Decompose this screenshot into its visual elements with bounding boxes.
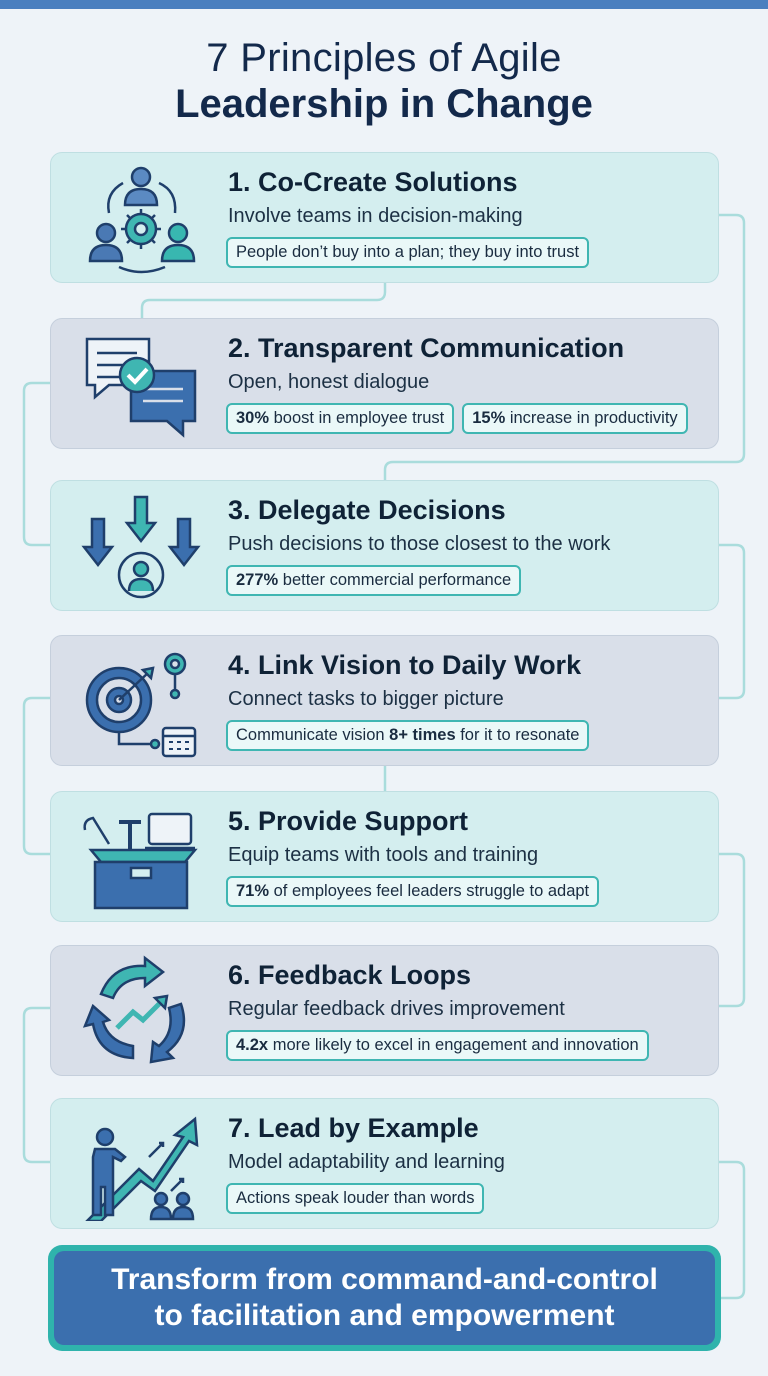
principle-title: 6. Feedback Loops (228, 960, 472, 990)
stat-pill: 71% of employees feel leaders struggle t… (226, 876, 600, 907)
stat-text: more likely to excel in engagement and i… (268, 1036, 639, 1054)
stat-text: of employees feel leaders struggle to ad… (269, 882, 590, 900)
principle-subtitle: Equip teams with tools and training (228, 844, 539, 866)
stat-text: increase in productivity (505, 409, 678, 427)
stat-pill: 30% boost in employee trust (226, 403, 455, 434)
principle-card-5: 5. Provide Support Equip teams with tool… (50, 791, 719, 922)
principle-title: 4. Link Vision to Daily Work (228, 650, 582, 680)
stat-pill: Communicate vision 8+ times for it to re… (226, 720, 590, 751)
stat-text: better commercial performance (278, 571, 512, 589)
feedback-cycle-icon (79, 954, 203, 1068)
principle-title: 5. Provide Support (228, 806, 469, 836)
principle-card-2: 2. Transparent Communication Open, hones… (50, 318, 719, 449)
stat-pill: People don’t buy into a plan; they buy i… (226, 237, 590, 268)
principle-card-1: 1. Co-Create Solutions Involve teams in … (50, 152, 719, 283)
stat-pill: 277% better commercial performance (226, 565, 522, 596)
principle-card-7: 7. Lead by Example Model adaptability an… (50, 1098, 719, 1229)
leader-growth-icon (79, 1107, 203, 1223)
stat-pill: 4.2x more likely to excel in engagement … (226, 1030, 649, 1061)
principle-subtitle: Regular feedback drives improvement (228, 998, 565, 1020)
chat-bubbles-check-icon (79, 327, 203, 441)
page-title-line2: Leadership in Change (175, 82, 593, 126)
principle-subtitle: Model adaptability and learning (228, 1151, 505, 1173)
page-title-line1: 7 Principles of Agile (206, 36, 562, 80)
principle-title: 1. Co-Create Solutions (228, 167, 518, 197)
principle-card-6: 6. Feedback Loops Regular feedback drive… (50, 945, 719, 1076)
stat-value: 71% (236, 882, 270, 900)
principle-title: 3. Delegate Decisions (228, 495, 506, 525)
principle-title: 2. Transparent Communication (228, 333, 625, 363)
principle-subtitle: Involve teams in decision-making (228, 205, 523, 227)
toolbox-laptop-icon (79, 800, 203, 914)
stat-text-after: for it to resonate (455, 726, 580, 744)
principle-card-4: 4. Link Vision to Daily Work Connect tas… (50, 635, 719, 766)
stat-value: 8+ times (389, 726, 456, 744)
banner-line1: Transform from command-and-control (111, 1263, 658, 1296)
stat-text: Communicate vision (236, 726, 390, 744)
principle-subtitle: Connect tasks to bigger picture (228, 688, 504, 710)
stat-value: 4.2x (236, 1036, 269, 1054)
stat-value: 15% (472, 409, 506, 427)
top-accent-bar (0, 0, 768, 9)
stat-value: 30% (236, 409, 270, 427)
stat-text: People don’t buy into a plan; they buy i… (236, 243, 580, 261)
principle-title: 7. Lead by Example (228, 1113, 479, 1143)
target-gear-calendar-icon (79, 644, 203, 758)
principle-card-3: 3. Delegate Decisions Push decisions to … (50, 480, 719, 611)
stat-value: 277% (236, 571, 279, 589)
stat-pill: 15% increase in productivity (462, 403, 688, 434)
principle-subtitle: Open, honest dialogue (228, 371, 430, 393)
people-gear-cycle-icon (79, 161, 203, 275)
principle-subtitle: Push decisions to those closest to the w… (228, 533, 611, 555)
summary-banner: Transform from command-and-control to fa… (48, 1245, 721, 1351)
stat-text: Actions speak louder than words (236, 1189, 475, 1207)
stat-text: boost in employee trust (269, 409, 445, 427)
stat-pill: Actions speak louder than words (226, 1183, 485, 1214)
banner-line2: to facilitation and empowerment (154, 1299, 615, 1332)
delegate-arrows-person-icon (79, 489, 203, 603)
